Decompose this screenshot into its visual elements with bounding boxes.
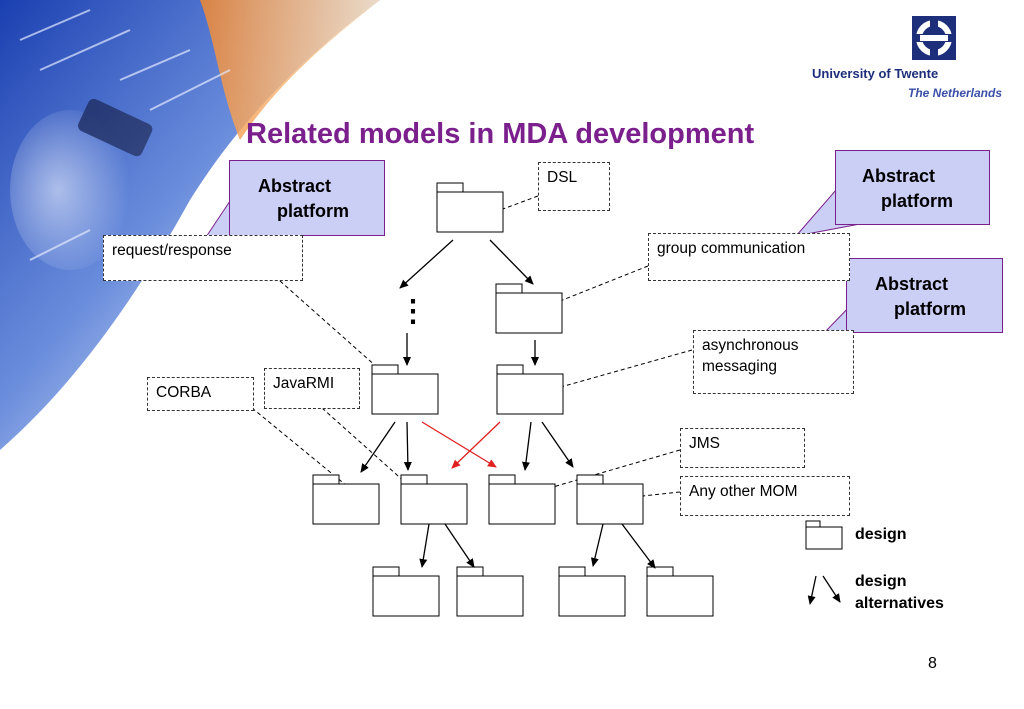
legend-design-alternatives-label: design alternatives bbox=[855, 571, 944, 615]
note-jms: JMS bbox=[680, 428, 805, 468]
note-any-other-mom: Any other MOM bbox=[680, 476, 850, 516]
callout-line2: platform bbox=[894, 299, 966, 319]
note-asynchronous-messaging: asynchronous messaging bbox=[693, 330, 854, 394]
callout-line2: platform bbox=[881, 191, 953, 211]
legend-alt-line1: design bbox=[855, 573, 907, 590]
note-corba: CORBA bbox=[147, 377, 254, 411]
callout-abstract-platform-right-top: Abstract platform bbox=[835, 150, 990, 225]
callout-line1: Abstract bbox=[258, 176, 332, 196]
callout-line1: Abstract bbox=[862, 166, 936, 186]
note-any-other-mom-text: Any other MOM bbox=[689, 483, 798, 500]
note-group-communication-text: group communication bbox=[657, 240, 806, 257]
legend-alt-line2: alternatives bbox=[855, 595, 944, 612]
callout-line1: Abstract bbox=[875, 274, 949, 294]
note-request-response: request/response bbox=[103, 235, 303, 281]
note-dsl-text: DSL bbox=[547, 169, 578, 186]
university-logo-icon bbox=[912, 16, 956, 60]
ellipsis-more: ⋮ bbox=[398, 295, 428, 328]
callout-line2: platform bbox=[277, 201, 349, 221]
logo-country: The Netherlands bbox=[908, 86, 1003, 100]
note-group-communication: group communication bbox=[648, 233, 850, 281]
callout-abstract-platform-right-bottom: Abstract platform bbox=[846, 258, 1003, 333]
page-number: 8 bbox=[928, 655, 937, 672]
logo-institution-name: University of Twente bbox=[812, 66, 939, 81]
note-javarmi-text: JavaRMI bbox=[273, 375, 335, 392]
note-corba-text: CORBA bbox=[156, 384, 212, 401]
legend-design-label: design bbox=[855, 526, 907, 543]
callout-abstract-platform-left: Abstract platform bbox=[229, 160, 385, 236]
note-javarmi: JavaRMI bbox=[264, 368, 360, 409]
note-async-line2: messaging bbox=[702, 358, 777, 375]
slide-title: Related models in MDA development bbox=[246, 118, 755, 150]
note-async-line1: asynchronous bbox=[702, 337, 799, 354]
note-jms-text: JMS bbox=[689, 435, 720, 452]
note-request-response-text: request/response bbox=[112, 242, 232, 259]
note-dsl: DSL bbox=[538, 162, 610, 211]
